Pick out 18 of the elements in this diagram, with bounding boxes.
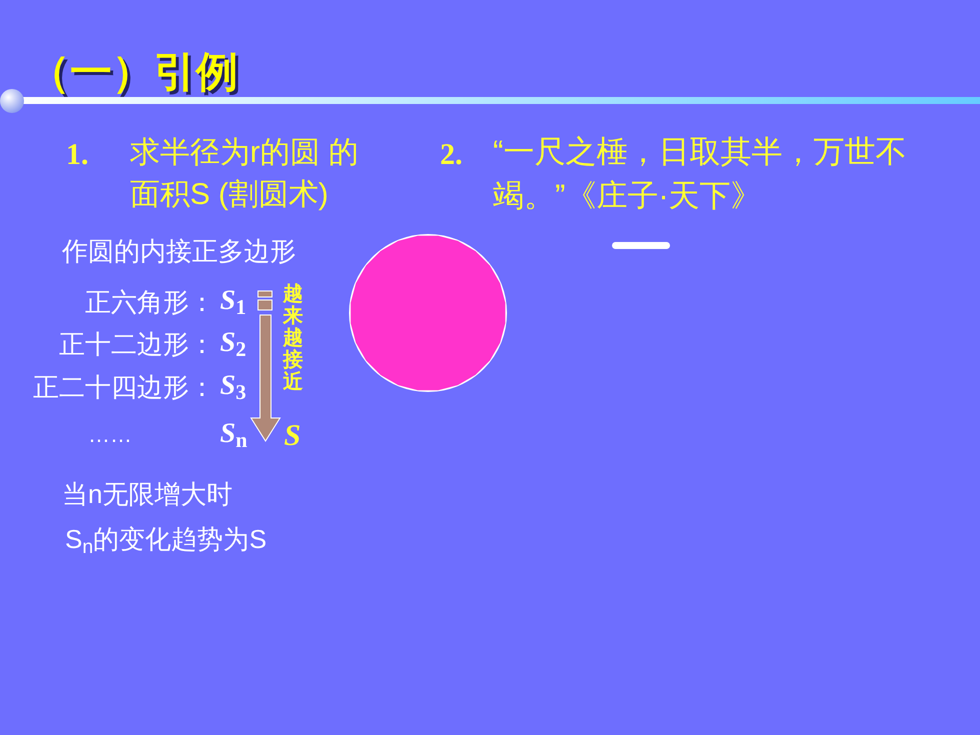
area-symbol: S$_{3}$ — [220, 369, 246, 406]
item-number: 2. — [440, 137, 462, 173]
area-symbol: S$_{2}$ — [220, 326, 246, 364]
quote-text: “一尺之棰，日取其半，万世不竭。”《庄子·天下》 — [493, 133, 908, 215]
conclusion-text: S$_{n}$的变化趋势为S — [65, 523, 267, 559]
polygon-name: 正六角形： — [85, 286, 215, 319]
area-symbol: S$_{1}$ — [220, 284, 246, 322]
vertical-text: 越来越接近 — [283, 283, 303, 393]
item-number: 1. — [66, 137, 88, 173]
condition-text: 当n无限增大时 — [62, 478, 232, 511]
polygon-name: 正二十四边形： — [33, 371, 215, 404]
limit-symbol: S — [284, 418, 301, 454]
question-text: 求半径为r的圆 的面积S (割圆术) — [130, 135, 360, 213]
step-text: 作圆的内接正多边形 — [62, 235, 296, 268]
slide-title: （一）引例 — [28, 47, 238, 97]
ellipsis: …… — [88, 421, 132, 449]
area-symbol: S$_{n}$ — [220, 417, 248, 454]
polygon-name: 正十二边形： — [59, 328, 215, 361]
